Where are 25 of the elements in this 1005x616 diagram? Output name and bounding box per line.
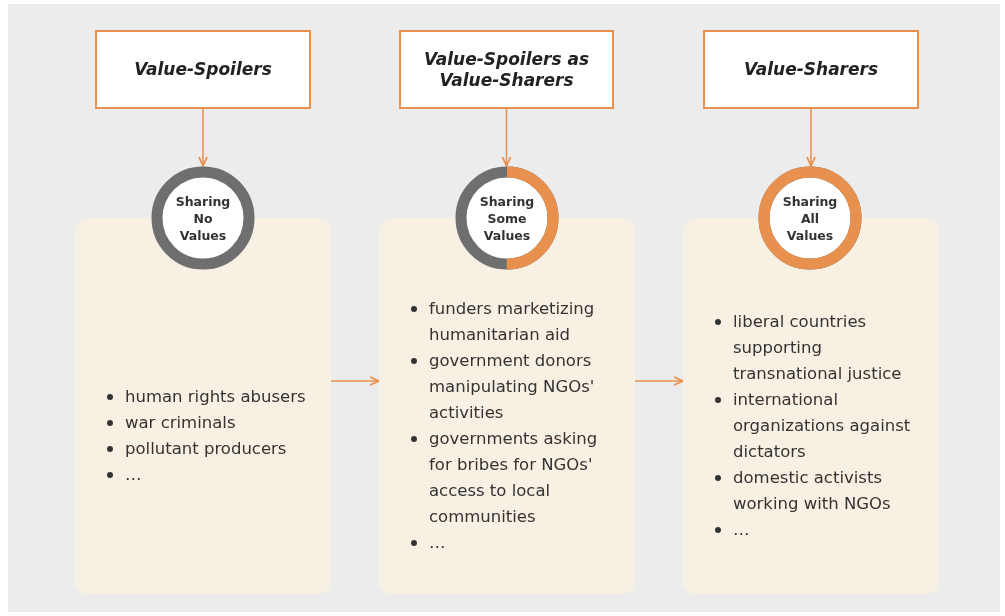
heading-text: Value-Spoilers <box>133 59 273 80</box>
list-item: human rights abusers <box>105 384 321 410</box>
list-item: domestic activists working with NGOs <box>713 465 929 517</box>
list-item: governments asking for bribes for NGOs' access to local communities <box>409 426 625 530</box>
progress-ring <box>758 166 862 270</box>
progress-ring <box>455 166 559 270</box>
arrow <box>805 108 817 167</box>
arrow <box>501 108 512 167</box>
ring-label: Sharing No Values <box>174 192 232 244</box>
heading-box <box>95 30 311 109</box>
heading-text: Value-Sharers <box>742 59 880 80</box>
progress-ring <box>151 166 255 270</box>
arrow <box>197 108 209 167</box>
heading-box <box>703 30 919 109</box>
list-item: … <box>409 530 625 556</box>
heading-box <box>399 30 614 109</box>
list-item: … <box>105 462 321 488</box>
heading-text: Value-Spoilers as Value-Sharers <box>422 48 591 91</box>
ring-label: Sharing Some Values <box>478 192 536 244</box>
arrow <box>634 375 684 387</box>
list-item: … <box>713 517 929 543</box>
arrow <box>330 375 380 387</box>
list-item: pollutant producers <box>105 436 321 462</box>
ring-label: Sharing All Values <box>781 192 839 244</box>
list-item: war criminals <box>105 410 321 436</box>
